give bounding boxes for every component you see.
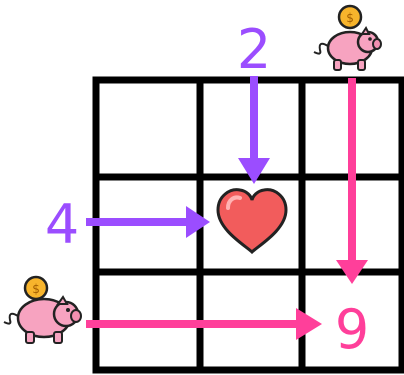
- svg-text:$: $: [32, 282, 40, 296]
- label-top-number: 2: [237, 18, 271, 81]
- arrow-piggy-right-to-result: [86, 308, 322, 340]
- arrow-left-to-heart: [86, 206, 210, 238]
- coin-icon: $: [339, 6, 361, 28]
- label-left-number: 4: [45, 193, 79, 256]
- arrow-piggy-down-to-result: [336, 78, 368, 284]
- piggy-bank-icon-top: $: [314, 6, 381, 70]
- heart-icon: [218, 190, 286, 252]
- label-result-number: 9: [335, 298, 369, 361]
- coin-icon: $: [25, 277, 47, 299]
- svg-text:$: $: [346, 11, 354, 25]
- arrow-top-to-heart: [238, 76, 270, 184]
- piggy-bank-icon-bottom: $: [4, 277, 81, 343]
